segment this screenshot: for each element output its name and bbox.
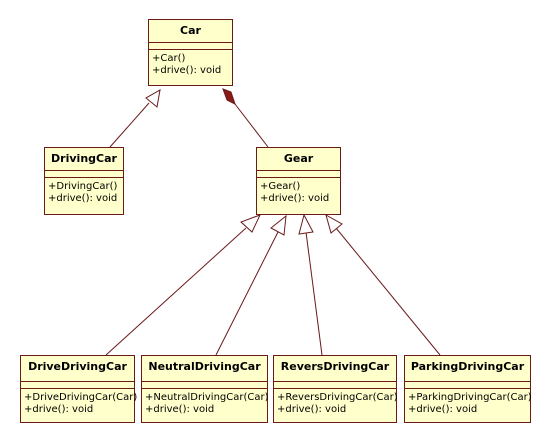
- generalization-line-drivedrivingcar-gear: [105, 227, 247, 356]
- class-reversdrivingcar[interactable]: ReversDrivingCar +ReversDrivingCar(Car) …: [273, 355, 398, 423]
- class-attributes: [274, 382, 396, 389]
- operation: +ParkingDrivingCar(Car): [408, 392, 532, 403]
- class-name: ReversDrivingCar: [274, 356, 396, 382]
- generalization-line-reversdrivingcar-gear: [305, 231, 323, 356]
- operation: +NeutralDrivingCar(Car): [145, 392, 269, 403]
- class-attributes: [405, 382, 530, 389]
- generalization-arrowhead-icon: [325, 213, 343, 234]
- operation: +DrivingCar(): [48, 181, 118, 192]
- class-operations: +DriveDrivingCar(Car) +drive(): void: [21, 389, 138, 416]
- class-attributes: [21, 382, 134, 389]
- class-attributes: [257, 171, 340, 178]
- generalization-line-parkingdrivingcar-gear: [335, 227, 441, 356]
- class-gear[interactable]: Gear +Gear() +drive(): void: [256, 147, 341, 215]
- class-operations: +Car() +drive(): void: [149, 50, 232, 77]
- generalization-arrowhead-icon: [270, 214, 287, 236]
- operation: +Car(): [152, 53, 186, 64]
- operation: +drive(): void: [408, 404, 478, 415]
- operation: +ReversDrivingCar(Car): [277, 392, 398, 403]
- class-name: Gear: [257, 148, 340, 171]
- class-neutraldrivingcar[interactable]: NeutralDrivingCar +NeutralDrivingCar(Car…: [141, 355, 269, 423]
- operation: +drive(): void: [277, 404, 347, 415]
- class-name: DrivingCar: [45, 148, 123, 171]
- composition-diamond-icon: [222, 88, 236, 105]
- generalization-arrowhead-icon: [145, 89, 161, 108]
- class-name: DriveDrivingCar: [21, 356, 134, 382]
- generalization-arrowhead-icon: [298, 213, 314, 235]
- class-drivingcar[interactable]: DrivingCar +DrivingCar() +drive(): void: [44, 147, 124, 215]
- class-operations: +ParkingDrivingCar(Car) +drive(): void: [405, 389, 532, 416]
- class-operations: +DrivingCar() +drive(): void: [45, 178, 123, 205]
- class-operations: +NeutralDrivingCar(Car) +drive(): void: [142, 389, 269, 416]
- operation: +drive(): void: [152, 65, 222, 76]
- class-name: NeutralDrivingCar: [142, 356, 267, 382]
- class-drivedrivingcar[interactable]: DriveDrivingCar +DriveDrivingCar(Car) +d…: [20, 355, 138, 423]
- operation: +Gear(): [260, 181, 301, 192]
- class-attributes: [149, 43, 232, 50]
- class-parkingdrivingcar[interactable]: ParkingDrivingCar +ParkingDrivingCar(Car…: [404, 355, 532, 423]
- generalization-arrowhead-icon: [240, 214, 261, 233]
- class-name: Car: [149, 20, 232, 43]
- class-name: ParkingDrivingCar: [405, 356, 530, 382]
- generalization-line-neutraldrivingcar-gear: [215, 231, 279, 356]
- class-operations: +Gear() +drive(): void: [257, 178, 340, 205]
- operation: +drive(): void: [48, 193, 118, 204]
- class-car[interactable]: Car +Car() +drive(): void: [148, 19, 233, 86]
- operation: +drive(): void: [145, 404, 215, 415]
- operation: +drive(): void: [260, 193, 330, 204]
- operation: +drive(): void: [24, 404, 94, 415]
- operation: +DriveDrivingCar(Car): [24, 392, 138, 403]
- generalization-line-drivingcar-car: [109, 102, 150, 148]
- class-attributes: [45, 171, 123, 178]
- composition-line-gear-car: [234, 103, 269, 148]
- class-attributes: [142, 382, 267, 389]
- class-operations: +ReversDrivingCar(Car) +drive(): void: [274, 389, 398, 416]
